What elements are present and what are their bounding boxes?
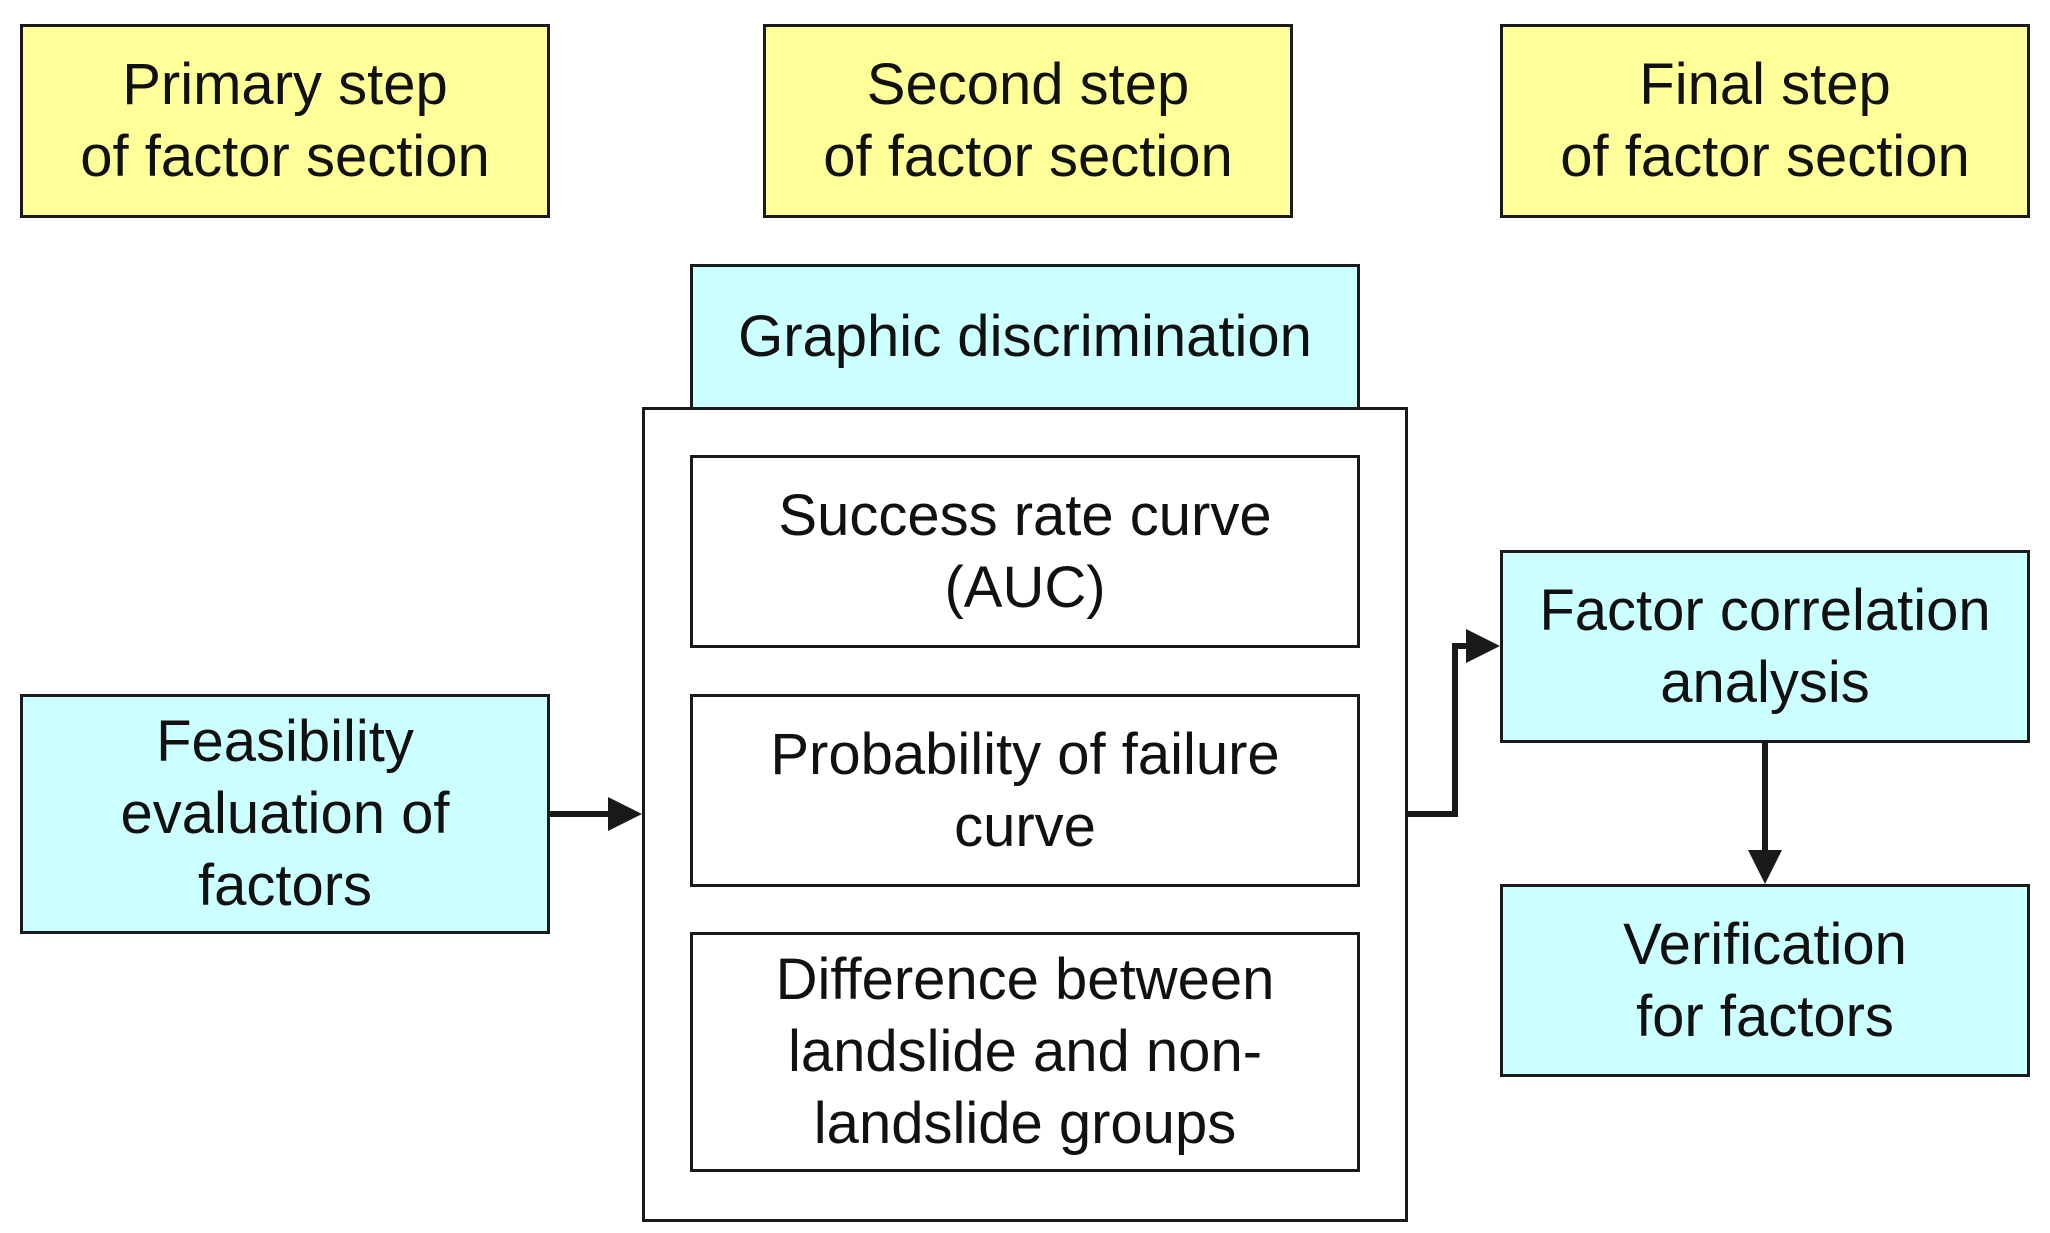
final-step-header: Final step of factor section xyxy=(1500,24,2030,218)
difference-line-1: Difference between xyxy=(775,947,1275,1012)
second-step-line-2: of factor section xyxy=(823,124,1233,189)
verification-box: Verification for factors xyxy=(1500,884,2030,1077)
probability-line-2: curve xyxy=(954,793,1096,859)
success-rate-line-2: (AUC) xyxy=(944,554,1106,620)
arrowhead-feasibility-to-graphic xyxy=(608,797,642,831)
second-step-line-1: Second step xyxy=(866,52,1190,117)
arrowhead-correlation-to-verification xyxy=(1748,850,1782,884)
primary-step-header: Primary step of factor section xyxy=(20,24,550,218)
difference-line-3: landslide groups xyxy=(813,1091,1237,1156)
feasibility-evaluation-box: Feasibility evaluation of factors xyxy=(20,694,550,934)
verification-line-2: for factors xyxy=(1636,983,1894,1049)
arrow-graphic-to-correlation xyxy=(1408,643,1470,817)
second-step-header: Second step of factor section xyxy=(763,24,1293,218)
landslide-difference-box: Difference between landslide and non- la… xyxy=(690,932,1360,1172)
graphic-discrimination-title: Graphic discrimination xyxy=(690,264,1360,410)
primary-step-line-2: of factor section xyxy=(80,124,490,189)
primary-step-line-1: Primary step xyxy=(122,52,448,117)
graphic-discrimination-label: Graphic discrimination xyxy=(738,304,1312,369)
probability-line-1: Probability of failure xyxy=(770,721,1280,787)
probability-of-failure-box: Probability of failure curve xyxy=(690,694,1360,887)
verification-line-1: Verification xyxy=(1623,911,1907,977)
difference-line-2: landslide and non- xyxy=(787,1019,1263,1084)
success-rate-line-1: Success rate curve xyxy=(778,482,1272,548)
arrowhead-graphic-to-correlation xyxy=(1466,629,1500,663)
success-rate-curve-box: Success rate curve (AUC) xyxy=(690,455,1360,648)
feasibility-line-2: evaluation of xyxy=(120,781,450,846)
correlation-line-1: Factor correlation xyxy=(1539,577,1991,643)
feasibility-line-3: factors xyxy=(197,853,373,918)
final-step-line-1: Final step xyxy=(1639,52,1891,117)
correlation-line-2: analysis xyxy=(1660,649,1870,715)
factor-correlation-box: Factor correlation analysis xyxy=(1500,550,2030,743)
final-step-line-2: of factor section xyxy=(1560,124,1970,189)
feasibility-line-1: Feasibility xyxy=(156,709,414,774)
